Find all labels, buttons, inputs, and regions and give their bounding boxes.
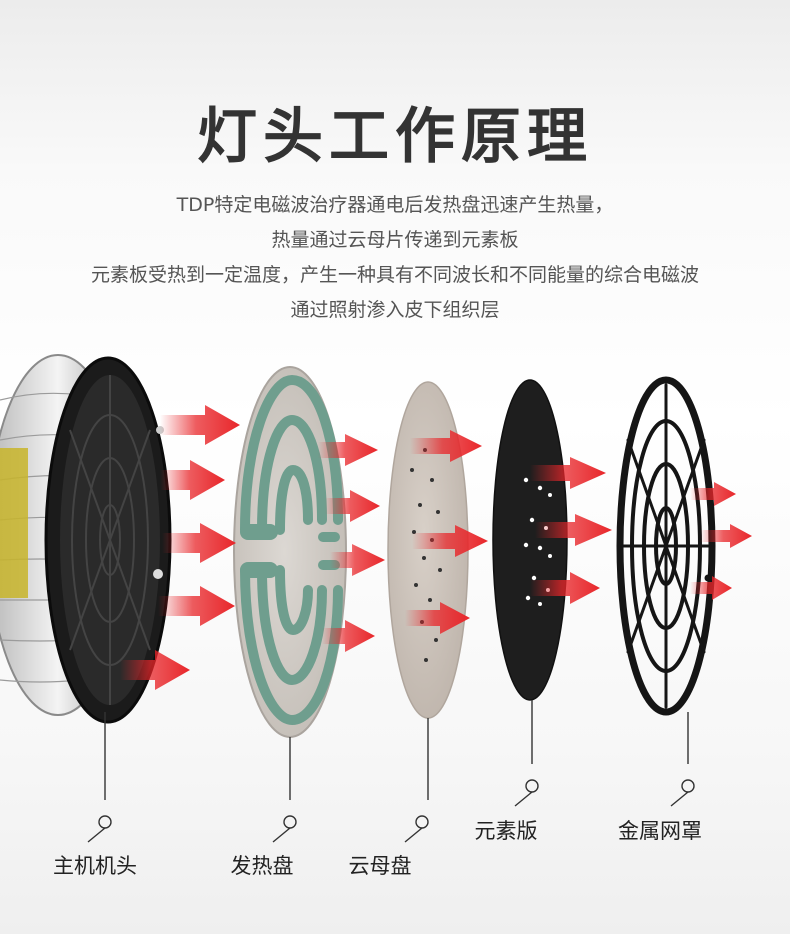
heat-arrow — [325, 490, 380, 522]
heat-arrow — [412, 525, 488, 557]
metal-grille-part — [616, 376, 716, 716]
heat-arrow — [700, 524, 752, 548]
description-line: TDP特定电磁波治疗器通电后发热盘迅速产生热量， — [176, 194, 614, 216]
heat-arrow — [160, 460, 225, 500]
element-board-part — [492, 379, 568, 701]
leader-dot — [415, 815, 429, 829]
heating-plate-part — [233, 366, 347, 738]
leader-dot — [283, 815, 297, 829]
heat-arrow — [530, 457, 606, 489]
heat-arrow — [535, 514, 612, 546]
description-line: 元素板受热到一定温度，产生一种具有不同波长和不同能量的综合电磁波 — [90, 264, 699, 286]
heat-arrow — [410, 430, 482, 462]
label-metal-grille: 金属网罩 — [618, 819, 702, 843]
label-element-board: 元素版 — [474, 819, 538, 843]
description-line: 通过照射渗入皮下组织层 — [290, 299, 500, 321]
main-head-part — [0, 354, 172, 724]
description-line: 热量通过云母片传递到元素板 — [271, 229, 519, 251]
heat-arrow — [162, 523, 236, 563]
description: TDP特定电磁波治疗器通电后发热盘迅速产生热量， 热量通过云母片传递到元素板 元… — [0, 188, 790, 328]
label-mica-disc: 云母盘 — [348, 854, 412, 878]
heat-arrow — [690, 482, 736, 506]
heat-arrow — [530, 572, 600, 604]
leader-dot — [681, 779, 695, 793]
heat-arrow — [690, 576, 732, 600]
page-title: 灯头工作原理 — [197, 102, 593, 172]
heat-arrow — [160, 405, 240, 445]
label-main-head: 主机机头 — [53, 854, 137, 878]
heat-arrow — [330, 544, 385, 576]
heat-arrow — [405, 602, 470, 634]
heat-arrow — [318, 434, 378, 466]
heat-arrows — [120, 405, 752, 690]
leader-dot — [525, 779, 539, 793]
leader-dot — [98, 815, 112, 829]
label-heating-plate: 发热盘 — [230, 854, 294, 878]
leader-lines — [87, 700, 695, 843]
heat-arrow — [120, 650, 190, 690]
heat-arrow — [158, 586, 235, 626]
heat-arrow — [322, 620, 375, 652]
